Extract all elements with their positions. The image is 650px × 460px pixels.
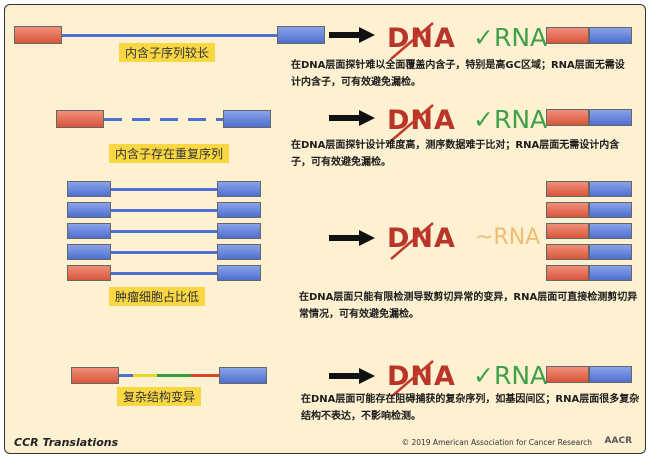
rna-label: ✓RNA [473,105,548,134]
exon-blue [589,181,632,197]
rna-fusion-transcript [546,202,632,218]
rna-label: ✓RNA [473,23,548,52]
publisher-mark: AACR [604,436,632,446]
exon-red [546,27,589,44]
rna-fusion-transcript [546,366,632,383]
dna-crossed: DNA [387,222,456,260]
exon-red [546,109,589,126]
exon-blue [589,27,632,44]
exon-red [14,26,62,44]
dna-label: DNA [387,105,456,136]
exon-red [71,367,119,384]
exon-blue [589,265,632,281]
exon-blue [67,181,111,197]
row-description: 在DNA层面探针设计难度高，测序数据难于比对；RNA层面无需设计内含子，可有效避… [291,140,620,168]
row-description: 在DNA层面探针难以全面覆盖内含子，特别是高GC区域；RNA层面无需设计内含子，… [291,60,625,88]
rna-label: ✓RNA [473,361,548,390]
intron-line [111,272,217,275]
intron-line [111,188,217,191]
diagram-frame: 内含子序列较长 DNA ✓RNA 在DNA层面探针难以全面覆盖内含子，特别是高G… [4,4,646,454]
dna-label: DNA [387,223,456,254]
intron-line [111,251,217,254]
rna-fusion-transcript [546,223,632,239]
rna-label: ~RNA [475,225,541,250]
exon-blue [219,367,267,384]
exon-blue [589,109,632,126]
right-arrow-icon [329,27,375,43]
row-label: 内含子存在重复序列 [109,144,230,163]
row-label: 内含子序列较长 [119,43,216,62]
intron-line [111,209,217,212]
exon-blue [217,223,261,239]
exon-blue [217,202,261,218]
intron-line [111,230,217,233]
exon-blue [223,110,271,128]
rna-fusion-transcript [546,265,632,281]
exon-red [546,366,589,383]
exon-blue [67,244,111,260]
exon-blue [217,181,261,197]
exon-blue [217,265,261,281]
dna-label: DNA [387,361,456,392]
dna-crossed: DNA [387,22,456,60]
exon-blue [589,202,632,218]
exon-blue [67,202,111,218]
strike-icon [390,360,434,398]
complex-segment-green [157,374,191,377]
row-label: 肿瘤细胞占比低 [109,287,206,306]
strike-icon [390,104,434,142]
exon-blue [589,244,632,260]
exon-blue [217,244,261,260]
exon-red [67,265,111,281]
dna-crossed: DNA [387,360,456,398]
intron-dashed-line [104,118,223,121]
exon-red [546,223,589,239]
copyright-text: © 2019 American Association for Cancer R… [401,438,592,447]
intron-line [62,34,277,37]
row-label: 复杂结构变异 [117,387,202,406]
exon-blue [589,366,632,383]
rna-fusion-transcript [546,244,632,260]
row-description: 在DNA层面只能有限检测导致剪切异常的变异，RNA层面可直接检测剪切异常情况，可… [299,292,638,320]
row-description: 在DNA层面可能存在阻碍捕获的复杂序列，如基因间区；RNA层面很多复杂结构不表达… [301,394,640,422]
right-arrow-icon [329,368,375,384]
dna-crossed: DNA [387,104,456,142]
rna-fusion-transcript [546,181,632,197]
footer: CCR Translations © 2019 American Associa… [4,430,644,456]
right-arrow-icon [329,230,375,246]
intron-line [119,374,133,377]
exon-red [546,202,589,218]
complex-segment-yellow [133,374,157,377]
exon-blue [277,26,325,44]
exon-red [546,244,589,260]
strike-icon [390,222,434,260]
rna-fusion-transcript [546,109,632,126]
complex-segment-red [191,374,219,377]
exon-red [546,181,589,197]
dna-label: DNA [387,23,456,54]
right-arrow-icon [329,110,375,126]
exon-red [56,110,104,128]
journal-logo: CCR Translations [14,436,119,449]
exon-red [546,265,589,281]
rna-fusion-transcript [546,27,632,44]
exon-blue [589,223,632,239]
exon-blue [67,223,111,239]
strike-icon [390,22,434,60]
